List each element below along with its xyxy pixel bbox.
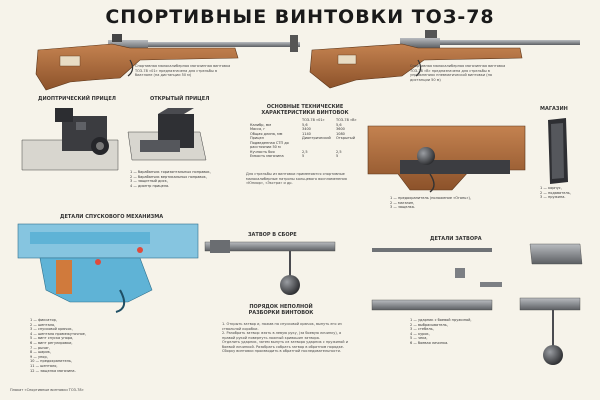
open-sight-heading: ОТКРЫТЫЙ ПРИЦЕЛ: [150, 96, 210, 102]
bolt-assembly-heading: ЗАТВОР В СБОРЕ: [248, 232, 297, 238]
list-item: 1 — предохранитель (положение «Огонь»),: [390, 196, 471, 200]
table-row: ТОЗ-78 «01» ТОЗ-78 «В»: [302, 118, 357, 122]
trigger-parts-list: 1 — фиксатор, 2 — шептало, 3 — спусковой…: [30, 318, 86, 373]
list-item: 9 — упор,: [30, 354, 48, 359]
list-item: 3 — защелка.: [390, 205, 416, 210]
footer-note: Плакат «Спортивные винтовки ТОЗ-78»: [10, 388, 84, 392]
list-item: 12 — защелка магазина.: [30, 368, 76, 373]
list-item: 3 — стебель,: [410, 327, 434, 332]
list-item: 2 — выбрасыватель,: [410, 322, 448, 327]
rifle-right-caption: Спортивная малокалиберная магазинная вин…: [410, 64, 506, 82]
disassembly-heading: ПОРЯДОК НЕПОЛНОЙ РАЗБОРКИ ВИНТОВОК: [248, 304, 314, 316]
open-sight-drawing: [127, 108, 207, 161]
list-item: 1 — фиксатор,: [30, 318, 57, 322]
table-row: Калибр, мм 5,6 5,6: [250, 122, 342, 127]
page-title: СПОРТИВНЫЕ ВИНТОВКИ ТОЗ-78: [105, 6, 495, 28]
receiver-parts-list: 1 — предохранитель (положение «Огонь»), …: [390, 196, 471, 210]
receiver-closeup-drawing: [367, 125, 526, 193]
sight-parts-list: 1 — барабанчик горизонтальных поправок, …: [130, 170, 211, 188]
rifle-right: [309, 30, 580, 89]
list-item: 2 — шептало,: [30, 322, 56, 327]
list-item: 1 — барабанчик горизонтальных поправок,: [130, 170, 211, 174]
list-item: 2 — подаватель,: [540, 190, 571, 195]
table-row: Общая длина, мм 1140 1080: [250, 131, 345, 136]
table-row: Прицел Диоптрический Открытый: [250, 136, 355, 140]
rifle-left: [35, 34, 300, 91]
list-item: 1 — корпус,: [540, 186, 562, 190]
list-item: 3 — пружина.: [540, 195, 566, 200]
disassembly-step: 1. Открыть затвор и, нажав на спусковой …: [222, 322, 342, 331]
list-item: 4 — диоптр прицела.: [130, 183, 170, 188]
bolt-parts-heading: ДЕТАЛИ ЗАТВОРА: [430, 236, 482, 242]
disassembly-step: Отделить ударник, затем вынуть из затвор…: [222, 340, 348, 349]
list-item: 4 — курок,: [410, 331, 430, 336]
table-row: Емкость магазина 5 5: [250, 154, 339, 158]
list-item: 3 — спусковой крючок,: [30, 327, 73, 332]
list-item: 10 — предохранитель,: [30, 359, 73, 364]
table-row: Масса, г 3400 3600: [250, 127, 345, 131]
disassembly-step: Сборку винтовки производить в обратной п…: [222, 349, 342, 353]
trigger-mechanism-drawing: [17, 223, 199, 313]
disassembly-text: 1. Открыть затвор и, нажав на спусковой …: [222, 322, 352, 354]
magazine-parts-list: 1 — корпус, 2 — подаватель, 3 — пружина.: [540, 186, 571, 200]
specs-heading: ОСНОВНЫЕ ТЕХНИЧЕСКИЕ ХАРАКТЕРИСТИКИ ВИНТ…: [261, 104, 349, 116]
rifle-left-caption: Спортивная малокалиберная магазинная вин…: [135, 64, 231, 77]
diopter-sight-drawing: [21, 108, 119, 171]
list-item: 5 — чека,: [410, 336, 428, 341]
specs-table: ТОЗ-78 «01» ТОЗ-78 «В» Калибр, мм 5,6 5,…: [250, 118, 370, 159]
cartridge-caption: Для стрельбы из винтовки применяются спо…: [246, 172, 347, 185]
bolt-assembly-drawing: [204, 240, 336, 295]
list-item: 6 — винт регулировки,: [30, 340, 73, 345]
list-item: 4 — шептало промежуточное,: [30, 331, 86, 336]
table-row: Кучность боя 2,5 2,5: [250, 149, 342, 154]
list-item: 7 — рычаг,: [30, 345, 51, 350]
list-item: 11 — шептало,: [30, 363, 58, 368]
list-item: 3 — защитный диск,: [130, 179, 168, 184]
table-row: Подведенная СТП до расстоянии 50 м: [250, 140, 289, 150]
list-item: 2 — магазин,: [390, 200, 415, 205]
trigger-heading: ДЕТАЛИ СПУСКОВОГО МЕХАНИЗМА: [60, 214, 164, 220]
magazine-drawing: [548, 118, 568, 184]
list-item: 1 — ударник с боевой пружиной,: [410, 318, 472, 322]
list-item: 8 — шарик,: [30, 350, 52, 355]
bolt-parts-list: 1 — ударник с боевой пружиной, 2 — выбра…: [410, 318, 472, 346]
diopter-sight-heading: ДИОПТРИЧЕСКИЙ ПРИЦЕЛ: [38, 96, 116, 102]
disassembly-step: 2. Разобрать затвор: взять в левую руку,…: [222, 331, 342, 340]
list-item: 5 — винт спуска упора,: [30, 336, 74, 341]
bolt-parts-drawing: [371, 243, 583, 365]
list-item: 2 — барабанчик вертикальных поправок,: [130, 174, 207, 179]
magazine-heading: МАГАЗИН: [540, 106, 568, 112]
list-item: 6 — боевая личинка.: [410, 340, 449, 345]
